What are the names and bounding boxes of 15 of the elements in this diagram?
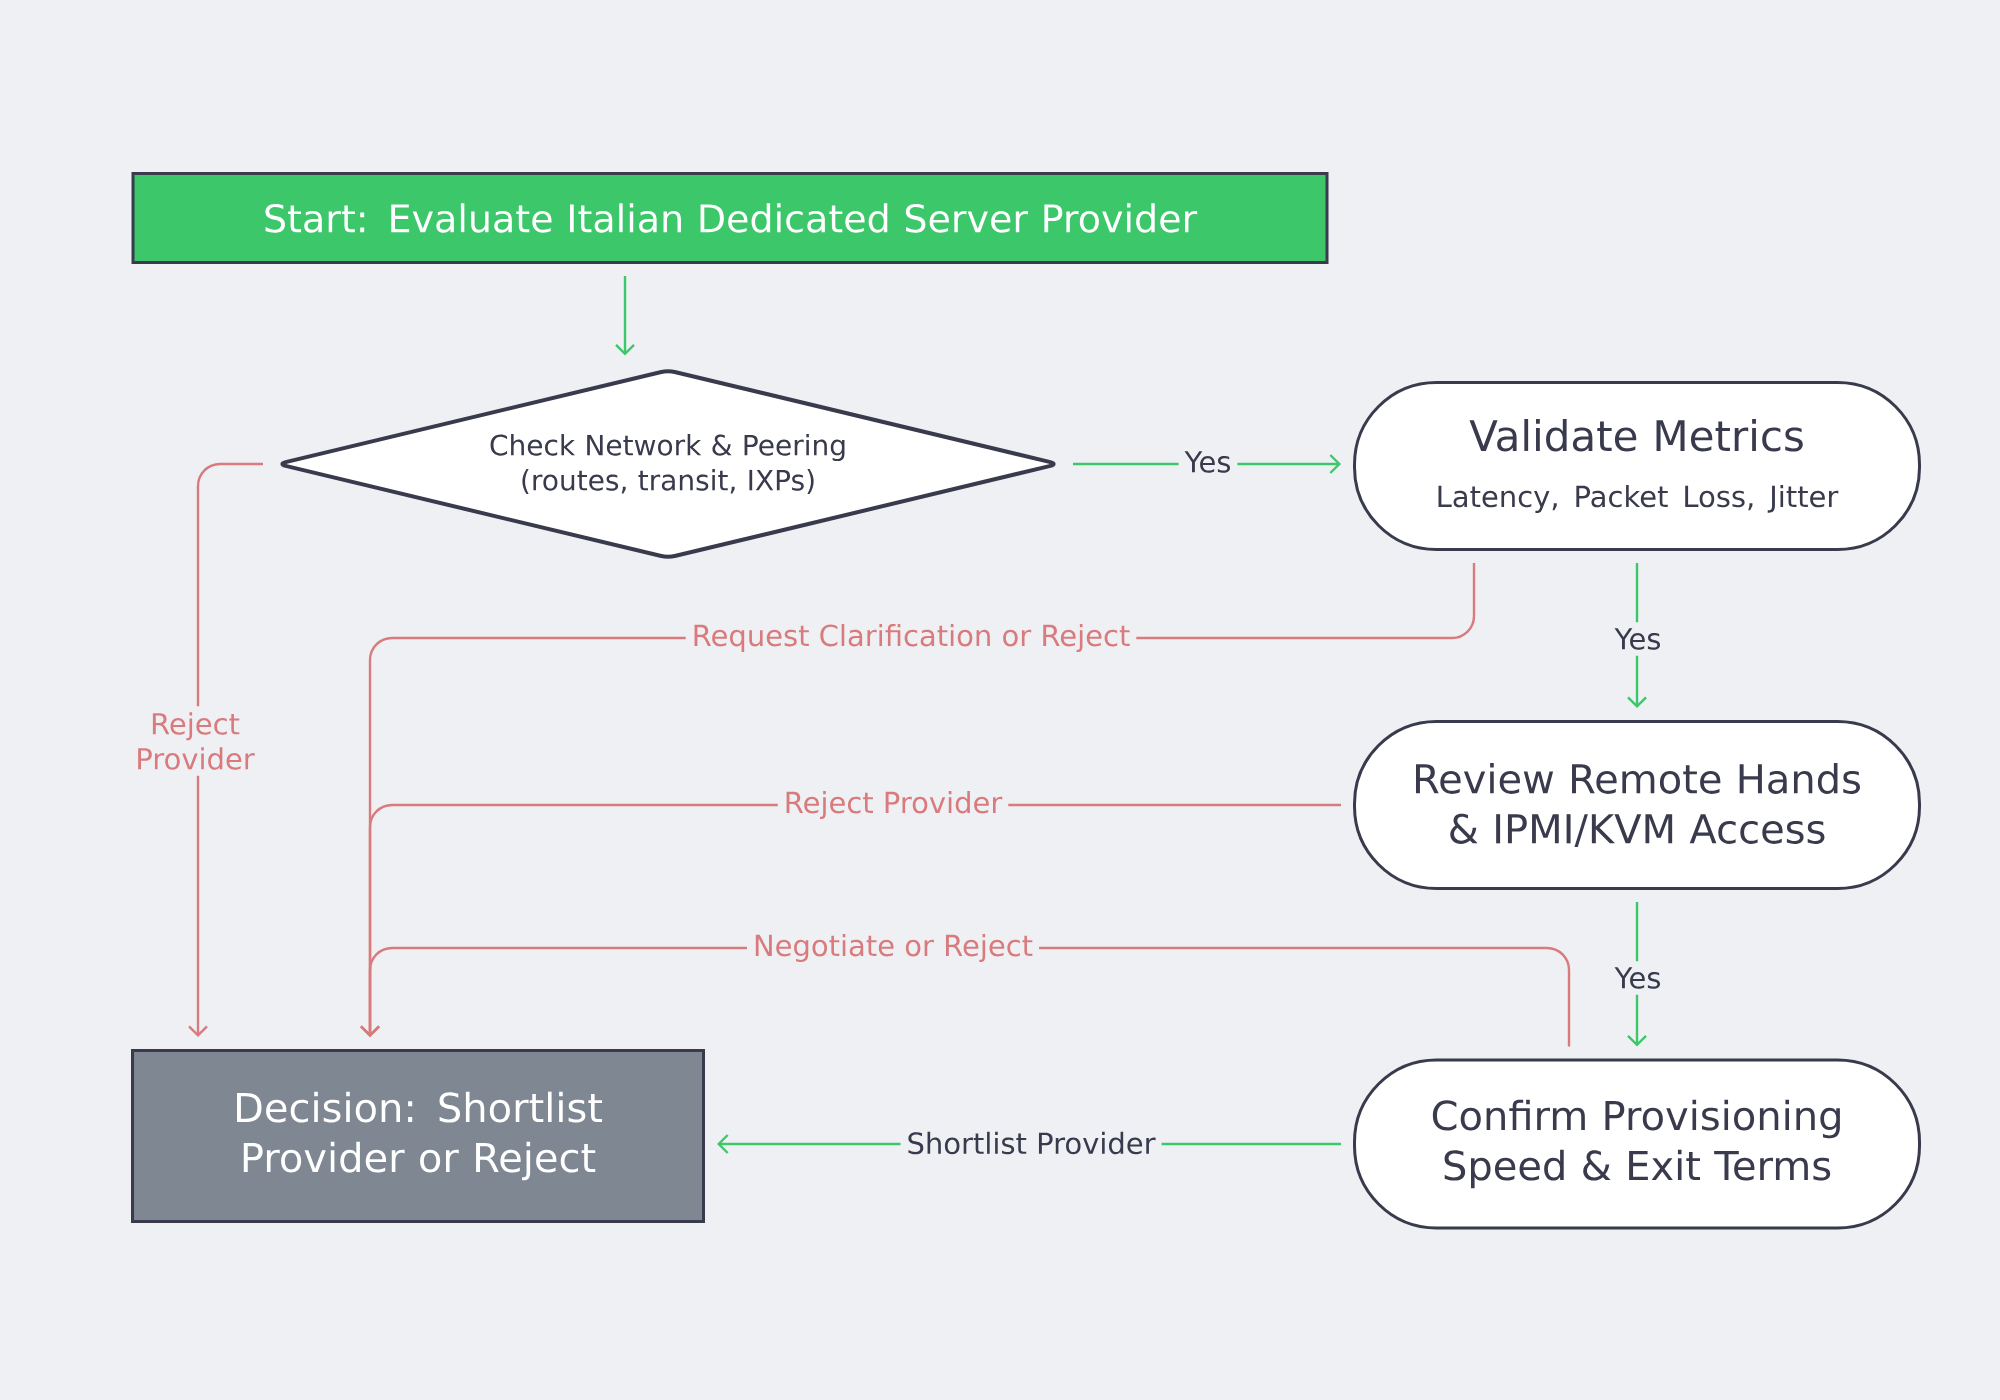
arrow bbox=[615, 276, 635, 356]
edge-label: Negotiate or Reject bbox=[746, 927, 1040, 969]
edge-label: Shortlist Provider bbox=[900, 1125, 1162, 1161]
result-box: Decision: Shortlist Provider or Reject bbox=[131, 1049, 705, 1223]
edge-label: Request Clarification or Reject bbox=[685, 617, 1137, 659]
edge-label: Yes bbox=[1178, 445, 1238, 479]
arrow bbox=[188, 462, 263, 1037]
process-box: Review Remote Hands & IPMI/KVM Access bbox=[1353, 720, 1921, 890]
edge-label: Yes bbox=[1608, 622, 1668, 656]
edge-label: Reject Provider bbox=[777, 784, 1009, 826]
edge-label: Reject Provider bbox=[114, 706, 276, 776]
process-box: Confirm Provisioning Speed & Exit Terms bbox=[1353, 1058, 1921, 1230]
process-box: Validate Metrics Latency, Packet Loss, Jitter bbox=[1353, 381, 1921, 551]
edge-label: Yes bbox=[1608, 961, 1668, 995]
start-box: Start: Evaluate Italian Dedicated Server Provider bbox=[131, 172, 1329, 264]
